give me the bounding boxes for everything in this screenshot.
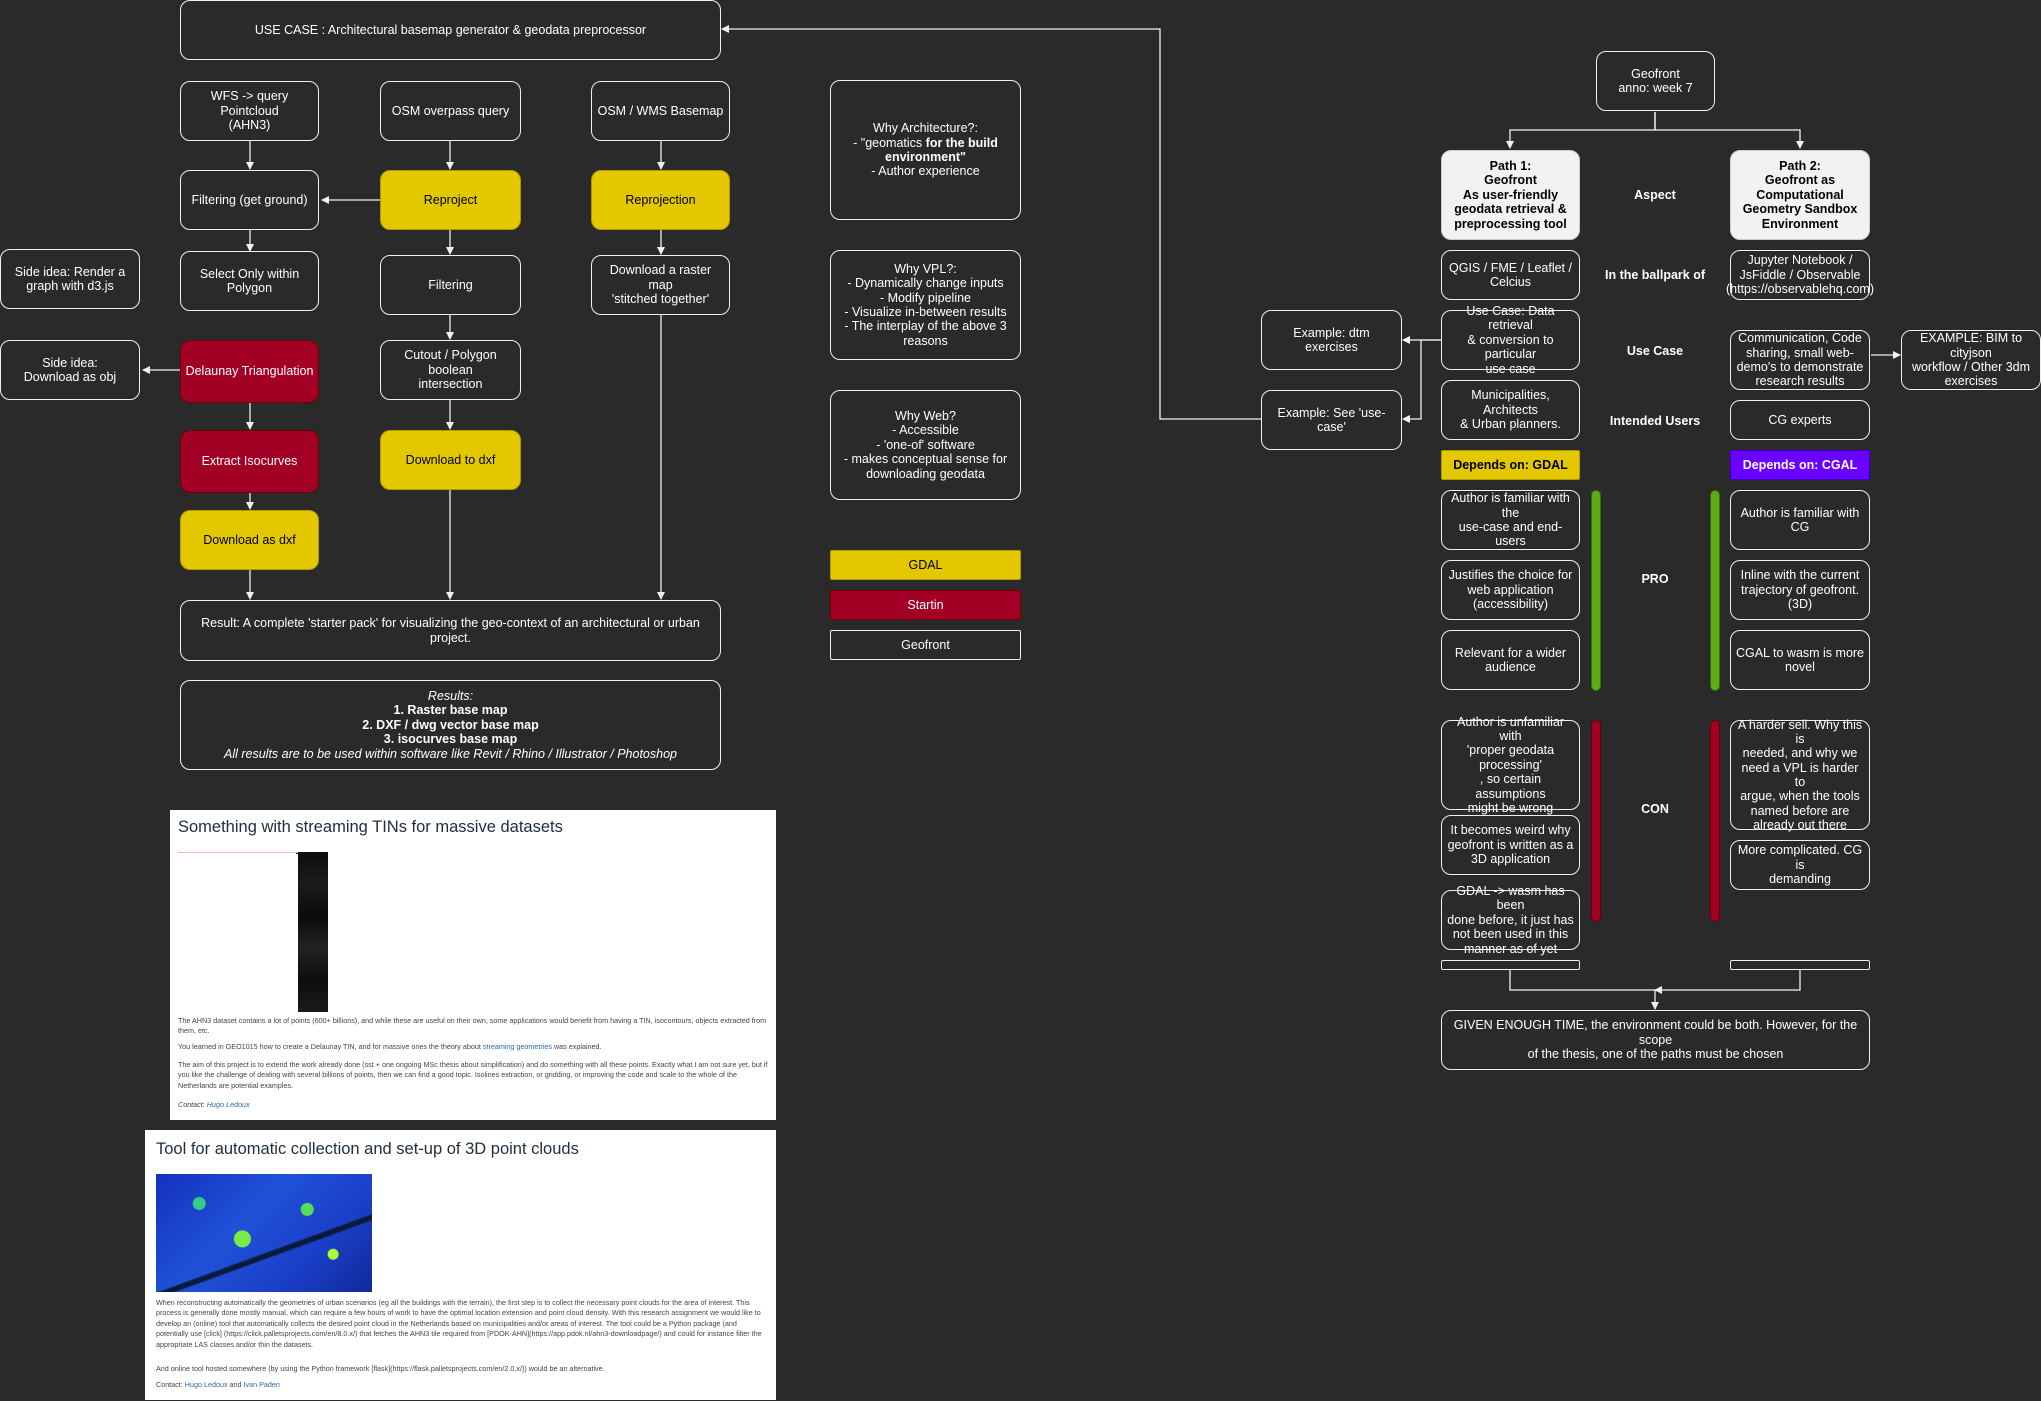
results-list-node: Results: 1. Raster base map 2. DXF / dwg… [180, 680, 721, 770]
results-note: All results are to be used within softwa… [224, 746, 677, 761]
con-bar-path1 [1591, 720, 1601, 922]
con-path1-item: It becomes weird why geofront is written… [1441, 815, 1580, 875]
con-path2-item: A harder sell. Why this is needed, and w… [1730, 718, 1870, 832]
streaming-geometries-link[interactable]: streaming geometries [482, 1042, 552, 1051]
con-bar-path2 [1710, 720, 1720, 922]
wfs-query-node: WFS -> query Pointcloud (AHN3) [180, 81, 319, 141]
side-idea-d3-node: Side idea: Render a graph with d3.js [0, 249, 140, 309]
download-raster-node: Download a raster map 'stitched together… [591, 255, 730, 315]
cutout-node: Cutout / Polygon boolean intersection [380, 340, 521, 400]
use-case-box: USE CASE : Architectural basemap generat… [180, 0, 721, 60]
legend-gdal: GDAL [830, 550, 1021, 580]
topic-panel-point-clouds: Tool for automatic collection and set-up… [145, 1130, 776, 1400]
image-strip-top [178, 852, 298, 853]
osm-overpass-node: OSM overpass query [380, 81, 521, 141]
side-idea-obj-node: Side idea: Download as obj [0, 340, 140, 400]
contact-label: Contact: [156, 1380, 183, 1389]
panel-paragraph: When reconstructing automatically the ge… [156, 1298, 762, 1349]
path1-node: Path 1: Geofront As user-friendly geodat… [1441, 150, 1580, 240]
osm-wms-node: OSM / WMS Basemap [591, 81, 730, 141]
con-path1-item: Author is unfamiliar with 'proper geodat… [1441, 715, 1580, 815]
pro-path1-item: Justifies the choice for web application… [1441, 560, 1580, 620]
panel-paragraph: You learned in GEO1015 how to create a D… [178, 1042, 768, 1052]
results-item: 2. DXF / dwg vector base map [362, 717, 539, 732]
contact-link[interactable]: Ivan Paden [243, 1380, 280, 1389]
filtering-ground-node: Filtering (get ground) [180, 170, 319, 230]
legend-geofront: Geofront [830, 630, 1021, 660]
extract-isocurves-node: Extract Isocurves [180, 430, 319, 493]
path1-end-box [1441, 960, 1580, 970]
use-case-label: Use Case [1626, 344, 1684, 358]
why-web-box: Why Web? - Accessible - 'one-of' softwar… [830, 390, 1021, 500]
intended-users-path2: CG experts [1730, 400, 1870, 440]
paragraph-text: You learned in GEO1015 how to create a D… [178, 1042, 483, 1051]
depends-gdal-badge: Depends on: GDAL [1441, 450, 1580, 480]
conclusion-node: GIVEN ENOUGH TIME, the environment could… [1441, 1010, 1870, 1070]
panel-paragraph: The AHN3 dataset contains a lot of point… [178, 1016, 767, 1036]
depends-cgal-badge: Depends on: CGAL [1730, 450, 1870, 480]
contact-link[interactable]: Hugo Ledoux [184, 1380, 228, 1389]
pro-label: PRO [1641, 572, 1669, 586]
pro-path1-item: Author is familiar with the use-case and… [1441, 490, 1580, 550]
why-architecture-quote: - "geomatics [853, 135, 926, 150]
why-architecture-box: Why Architecture?: - "geomatics for the … [830, 80, 1021, 220]
reproject-node: Reproject [380, 170, 521, 230]
pro-path1-item: Relevant for a wider audience [1441, 630, 1580, 690]
use-case-path2: Communication, Code sharing, small web- … [1730, 330, 1870, 390]
panel-title: Something with streaming TINs for massiv… [178, 818, 563, 836]
legend-startin: Startin [830, 590, 1021, 620]
ballpark-label: In the ballpark of [1604, 268, 1705, 282]
panel-title: Tool for automatic collection and set-up… [156, 1140, 579, 1158]
intended-users-path1: Municipalities, Architects & Urban plann… [1441, 380, 1580, 440]
download-as-dxf-node: Download as dxf [180, 510, 319, 570]
pro-path2-item: Author is familiar with CG [1730, 490, 1870, 550]
why-vpl-box: Why VPL?: - Dynamically change inputs - … [830, 250, 1021, 360]
pro-path2-item: Inline with the current trajectory of ge… [1730, 560, 1870, 620]
con-path2-item: More complicated. CG is demanding [1730, 840, 1870, 890]
con-path1-item: GDAL -> wasm has been done before, it ju… [1441, 884, 1580, 956]
panel-contact: Contact: Hugo Ledoux and Ivan Paden [156, 1380, 768, 1390]
example-dtm-node: Example: dtm exercises [1261, 310, 1402, 370]
filtering-node: Filtering [380, 255, 521, 315]
results-item: 3. isocurves base map [383, 732, 518, 747]
panel-paragraph: And online tool hosted somewhere (by usi… [156, 1364, 605, 1373]
why-architecture-emphasis: for the build environment" [885, 135, 998, 164]
con-label: CON [1641, 802, 1669, 816]
why-architecture-title: Why Architecture?: [873, 121, 978, 136]
panel-contact: Contact: Hugo Ledoux [178, 1100, 768, 1110]
result-node: Result: A complete 'starter pack' for vi… [180, 600, 721, 661]
select-polygon-node: Select Only within Polygon [180, 251, 319, 311]
pro-bar-path2 [1710, 490, 1720, 691]
intended-users-label: Intended Users [1609, 414, 1701, 428]
topic-panel-streaming-tins: Something with streaming TINs for massiv… [170, 810, 776, 1120]
tin-image-corner [296, 852, 298, 854]
tin-image [298, 852, 328, 1012]
aspect-label: Aspect [1634, 188, 1676, 202]
geofront-root-node: Geofront anno: week 7 [1596, 51, 1715, 111]
contact-label: Contact: [178, 1100, 205, 1109]
paragraph-text: was explained. [551, 1042, 602, 1051]
why-architecture-experience: - Author experience [871, 164, 980, 179]
example-use-case-node: Example: See 'use-case' [1261, 390, 1402, 450]
contact-separator: and [227, 1380, 244, 1389]
ballpark-path1: QGIS / FME / Leaflet / Celcius [1441, 250, 1580, 300]
point-cloud-image [156, 1174, 372, 1292]
ballpark-path2: Jupyter Notebook / JsFiddle / Observable… [1726, 250, 1874, 300]
results-item: 1. Raster base map [393, 703, 508, 718]
delaunay-node: Delaunay Triangulation [180, 340, 319, 403]
panel-paragraph: The aim of this project is to extend the… [178, 1060, 768, 1090]
results-title: Results: [427, 689, 474, 704]
pro-bar-path1 [1591, 490, 1601, 691]
contact-link[interactable]: Hugo Ledoux [206, 1100, 250, 1109]
use-case-path1: Use Case: Data retrieval & conversion to… [1441, 304, 1580, 376]
path2-node: Path 2: Geofront as Computational Geomet… [1730, 150, 1870, 240]
path2-end-box [1730, 960, 1870, 970]
example-bim-node: EXAMPLE: BIM to cityjson workflow / Othe… [1901, 330, 2041, 390]
why-architecture-line: - "geomatics for the build environment" [835, 136, 1016, 165]
download-to-dxf-node: Download to dxf [380, 430, 521, 490]
reprojection-node: Reprojection [591, 170, 730, 230]
pro-path2-item: CGAL to wasm is more novel [1730, 630, 1870, 690]
